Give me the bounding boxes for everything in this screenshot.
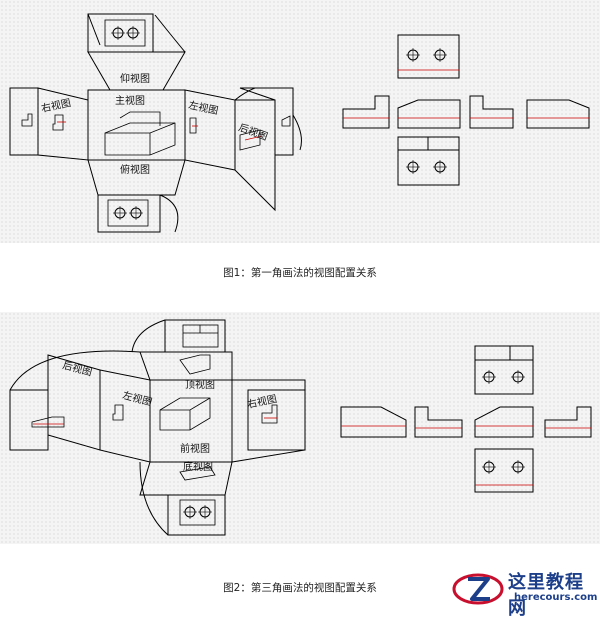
fig2-right-inner — [247, 389, 306, 451]
fig1-view-left — [469, 95, 514, 129]
fig2-label-top: 顶视图 — [185, 378, 215, 391]
fig1-label-left: 左视图 — [187, 98, 219, 117]
fig2-label-right: 右视图 — [246, 392, 278, 411]
watermark-url: herecours.com — [514, 592, 598, 603]
fig2-label-left: 左视图 — [121, 388, 153, 408]
fig1-flap-drawings — [21, 19, 291, 227]
watermark-logo-icon — [452, 573, 504, 605]
fig1-right-outer — [239, 87, 294, 156]
fig2-view-top — [474, 345, 534, 395]
fig2-ortho-views — [340, 345, 592, 493]
fig2-left-flap — [99, 369, 151, 463]
fig1-label-right: 右视图 — [40, 96, 72, 115]
fig1-view-front — [397, 99, 461, 129]
fig1-label-down: 俯视图 — [120, 163, 150, 176]
fig2-view-bottom — [474, 448, 534, 493]
fig1-view-back — [526, 99, 590, 129]
fig2-upper-trap — [139, 351, 233, 381]
fig2-ortho-hidden — [341, 425, 591, 486]
fig1-label-back: 后视图 — [237, 121, 270, 143]
figure1-panel — [0, 0, 600, 243]
fig2-view-front — [474, 406, 534, 438]
fig2-left-outer — [9, 389, 49, 451]
fig2-hidden-lines — [33, 417, 277, 425]
fig1-hidden-lines — [57, 121, 263, 141]
fig2-view-right — [544, 406, 592, 438]
fig1-label-main: 主视图 — [115, 94, 145, 107]
figure2-unfolded-box — [9, 319, 306, 536]
fig2-label-bottom: 底视图 — [183, 460, 213, 473]
fig1-ortho-views — [342, 34, 590, 186]
fig1-right-flap2 — [234, 99, 276, 212]
fig1-view-right — [342, 95, 390, 129]
fig1-ortho-hidden — [343, 69, 589, 119]
figure2-caption: 图2：第三角画法的视图配置关系 — [223, 582, 377, 594]
fig1-lower-trapezoid — [87, 159, 186, 196]
fig1-bottom-flap — [97, 194, 161, 233]
fig2-view-back — [340, 406, 407, 438]
fig1-label-up: 仰视图 — [120, 72, 150, 85]
figure1-caption: 图1：第一角画法的视图配置关系 — [223, 267, 377, 279]
fig2-view-left — [414, 406, 463, 438]
fig2-flap-drawings — [31, 324, 278, 526]
fig2-label-front: 前视图 — [180, 442, 210, 455]
figure1-unfolded-box — [9, 13, 302, 233]
fig2-bottom-flap — [167, 494, 226, 536]
fig1-left-outer — [9, 87, 39, 156]
fig2-label-back: 后视图 — [61, 358, 93, 378]
fig1-view-bottom — [397, 34, 460, 79]
